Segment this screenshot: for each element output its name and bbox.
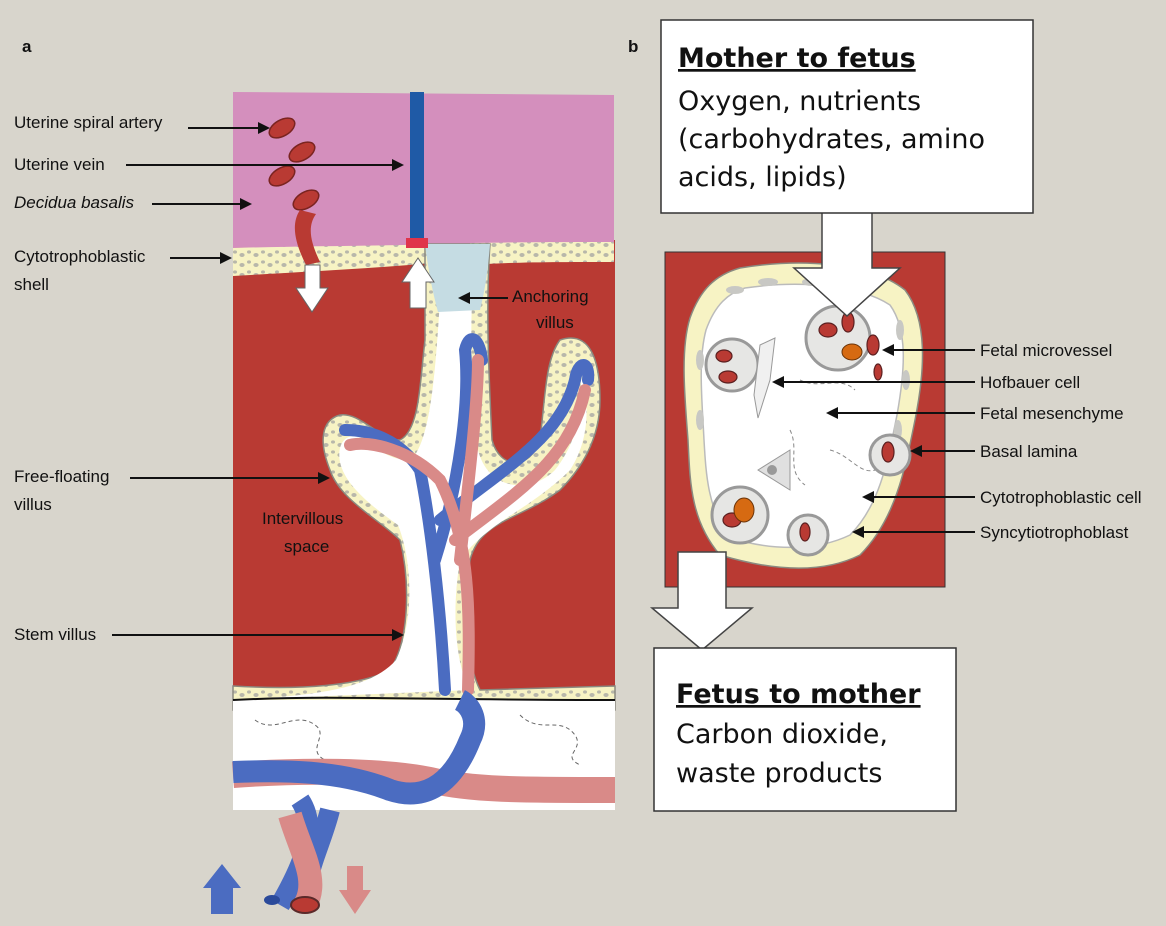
- label-cytotrophoblastic-shell-1: Cytotrophoblastic: [14, 247, 146, 266]
- label-cytotrophoblastic-shell-2: shell: [14, 275, 49, 294]
- fetus-to-mother-title: Fetus to mother: [676, 679, 921, 710]
- label-free-floating-villus-2: villus: [14, 495, 52, 514]
- villus-cross-section: [665, 252, 945, 587]
- label-decidua-basalis: Decidua basalis: [14, 193, 135, 212]
- panel-a-diagram: [203, 92, 615, 914]
- label-free-floating-villus-1: Free-floating: [14, 467, 109, 486]
- label-stem-villus: Stem villus: [14, 625, 96, 644]
- label-anchoring-villus-1: Anchoring: [512, 287, 589, 306]
- label-uterine-vein: Uterine vein: [14, 155, 105, 174]
- mother-to-fetus-line-3: acids, lipids): [678, 162, 847, 193]
- label-fetal-microvessel: Fetal microvessel: [980, 341, 1112, 360]
- fetal-vein-flow-arrow: [203, 864, 241, 914]
- label-fetal-mesenchyme: Fetal mesenchyme: [980, 404, 1124, 423]
- mother-to-fetus-box: Mother to fetus Oxygen, nutrients (carbo…: [661, 20, 1033, 213]
- fetus-to-mother-box: Fetus to mother Carbon dioxide, waste pr…: [654, 648, 956, 811]
- label-basal-lamina: Basal lamina: [980, 442, 1078, 461]
- fetus-to-mother-line-2: waste products: [676, 758, 882, 789]
- uterine-vein: [410, 92, 424, 242]
- label-intervillous-space-1: Intervillous: [262, 509, 343, 528]
- fetus-to-mother-line-1: Carbon dioxide,: [676, 719, 888, 750]
- fetal-artery-flow-arrow: [339, 866, 371, 914]
- label-syncytiotrophoblast: Syncytiotrophoblast: [980, 523, 1129, 542]
- label-anchoring-villus-2: villus: [536, 313, 574, 332]
- panel-a-letter: a: [22, 37, 32, 56]
- mother-to-fetus-line-2: (carbohydrates, amino: [678, 124, 985, 155]
- label-hofbauer-cell: Hofbauer cell: [980, 373, 1080, 392]
- label-uterine-spiral-artery: Uterine spiral artery: [14, 113, 163, 132]
- label-cytotrophoblastic-cell: Cytotrophoblastic cell: [980, 488, 1142, 507]
- mother-to-fetus-line-1: Oxygen, nutrients: [678, 86, 921, 117]
- mother-to-fetus-title: Mother to fetus: [678, 43, 916, 74]
- panel-b-letter: b: [628, 37, 638, 56]
- label-intervillous-space-2: space: [284, 537, 329, 556]
